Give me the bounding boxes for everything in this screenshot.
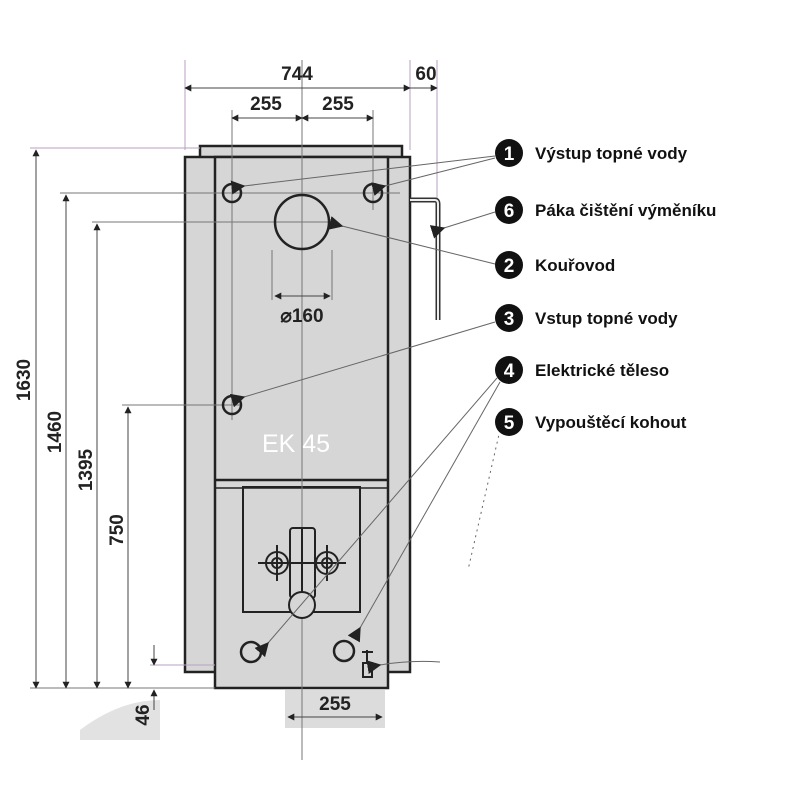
legend-item: 6 Páka čištění výměníku <box>495 196 716 224</box>
legend-item: 3 Vstup topné vody <box>495 304 678 332</box>
svg-text:1: 1 <box>504 144 515 165</box>
svg-text:4: 4 <box>504 361 515 382</box>
badge-icon <box>495 356 523 384</box>
svg-text:Vstup topné vody: Vstup topné vody <box>535 309 678 328</box>
cleaning-lever <box>410 197 441 320</box>
badge-icon <box>495 408 523 436</box>
legend-item: 1 Výstup topné vody <box>495 139 688 167</box>
dimension-lines <box>32 84 438 721</box>
badge-icon <box>495 139 523 167</box>
construction-lines <box>30 60 438 760</box>
dim-bottom-spacing: 255 <box>319 694 351 715</box>
badge-icon <box>495 251 523 279</box>
svg-text:Páka čištění výměníku: Páka čištění výměníku <box>535 201 716 220</box>
badge-icon <box>495 196 523 224</box>
legend-item: 4 Elektrické těleso <box>495 356 669 384</box>
svg-text:3: 3 <box>504 309 515 330</box>
model-label: EK 45 <box>262 430 330 458</box>
dim-height-inlet: 750 <box>107 514 128 546</box>
dim-height-total: 1630 <box>14 359 35 401</box>
dim-handle-offset: 60 <box>415 64 436 85</box>
legend-item: 2 Kouřovod <box>495 251 615 279</box>
floor-shadow <box>80 700 160 740</box>
legend-item: 5 Vypouštěcí kohout <box>495 408 687 436</box>
svg-text:2: 2 <box>504 256 515 277</box>
svg-text:Kouřovod: Kouřovod <box>535 256 615 275</box>
dim-left-half: 255 <box>250 94 282 115</box>
legend: 1 Výstup topné vody 6 Páka čištění výměn… <box>495 139 716 436</box>
svg-text:5: 5 <box>504 413 515 434</box>
dim-height-outlet: 1460 <box>45 411 66 453</box>
dim-height-flue: 1395 <box>76 448 97 491</box>
dim-base-height: 46 <box>133 704 154 725</box>
dim-flue-diameter: ⌀160 <box>280 306 323 327</box>
dim-overall-width: 744 <box>281 64 313 85</box>
leader-lines <box>229 155 501 674</box>
svg-text:Výstup topné vody: Výstup topné vody <box>535 144 688 163</box>
svg-text:Elektrické těleso: Elektrické těleso <box>535 361 669 380</box>
svg-text:6: 6 <box>504 201 515 222</box>
badge-icon <box>495 304 523 332</box>
dim-right-half: 255 <box>322 94 354 115</box>
svg-text:Vypouštěcí kohout: Vypouštěcí kohout <box>535 413 687 432</box>
heater-right-hole <box>332 639 356 663</box>
